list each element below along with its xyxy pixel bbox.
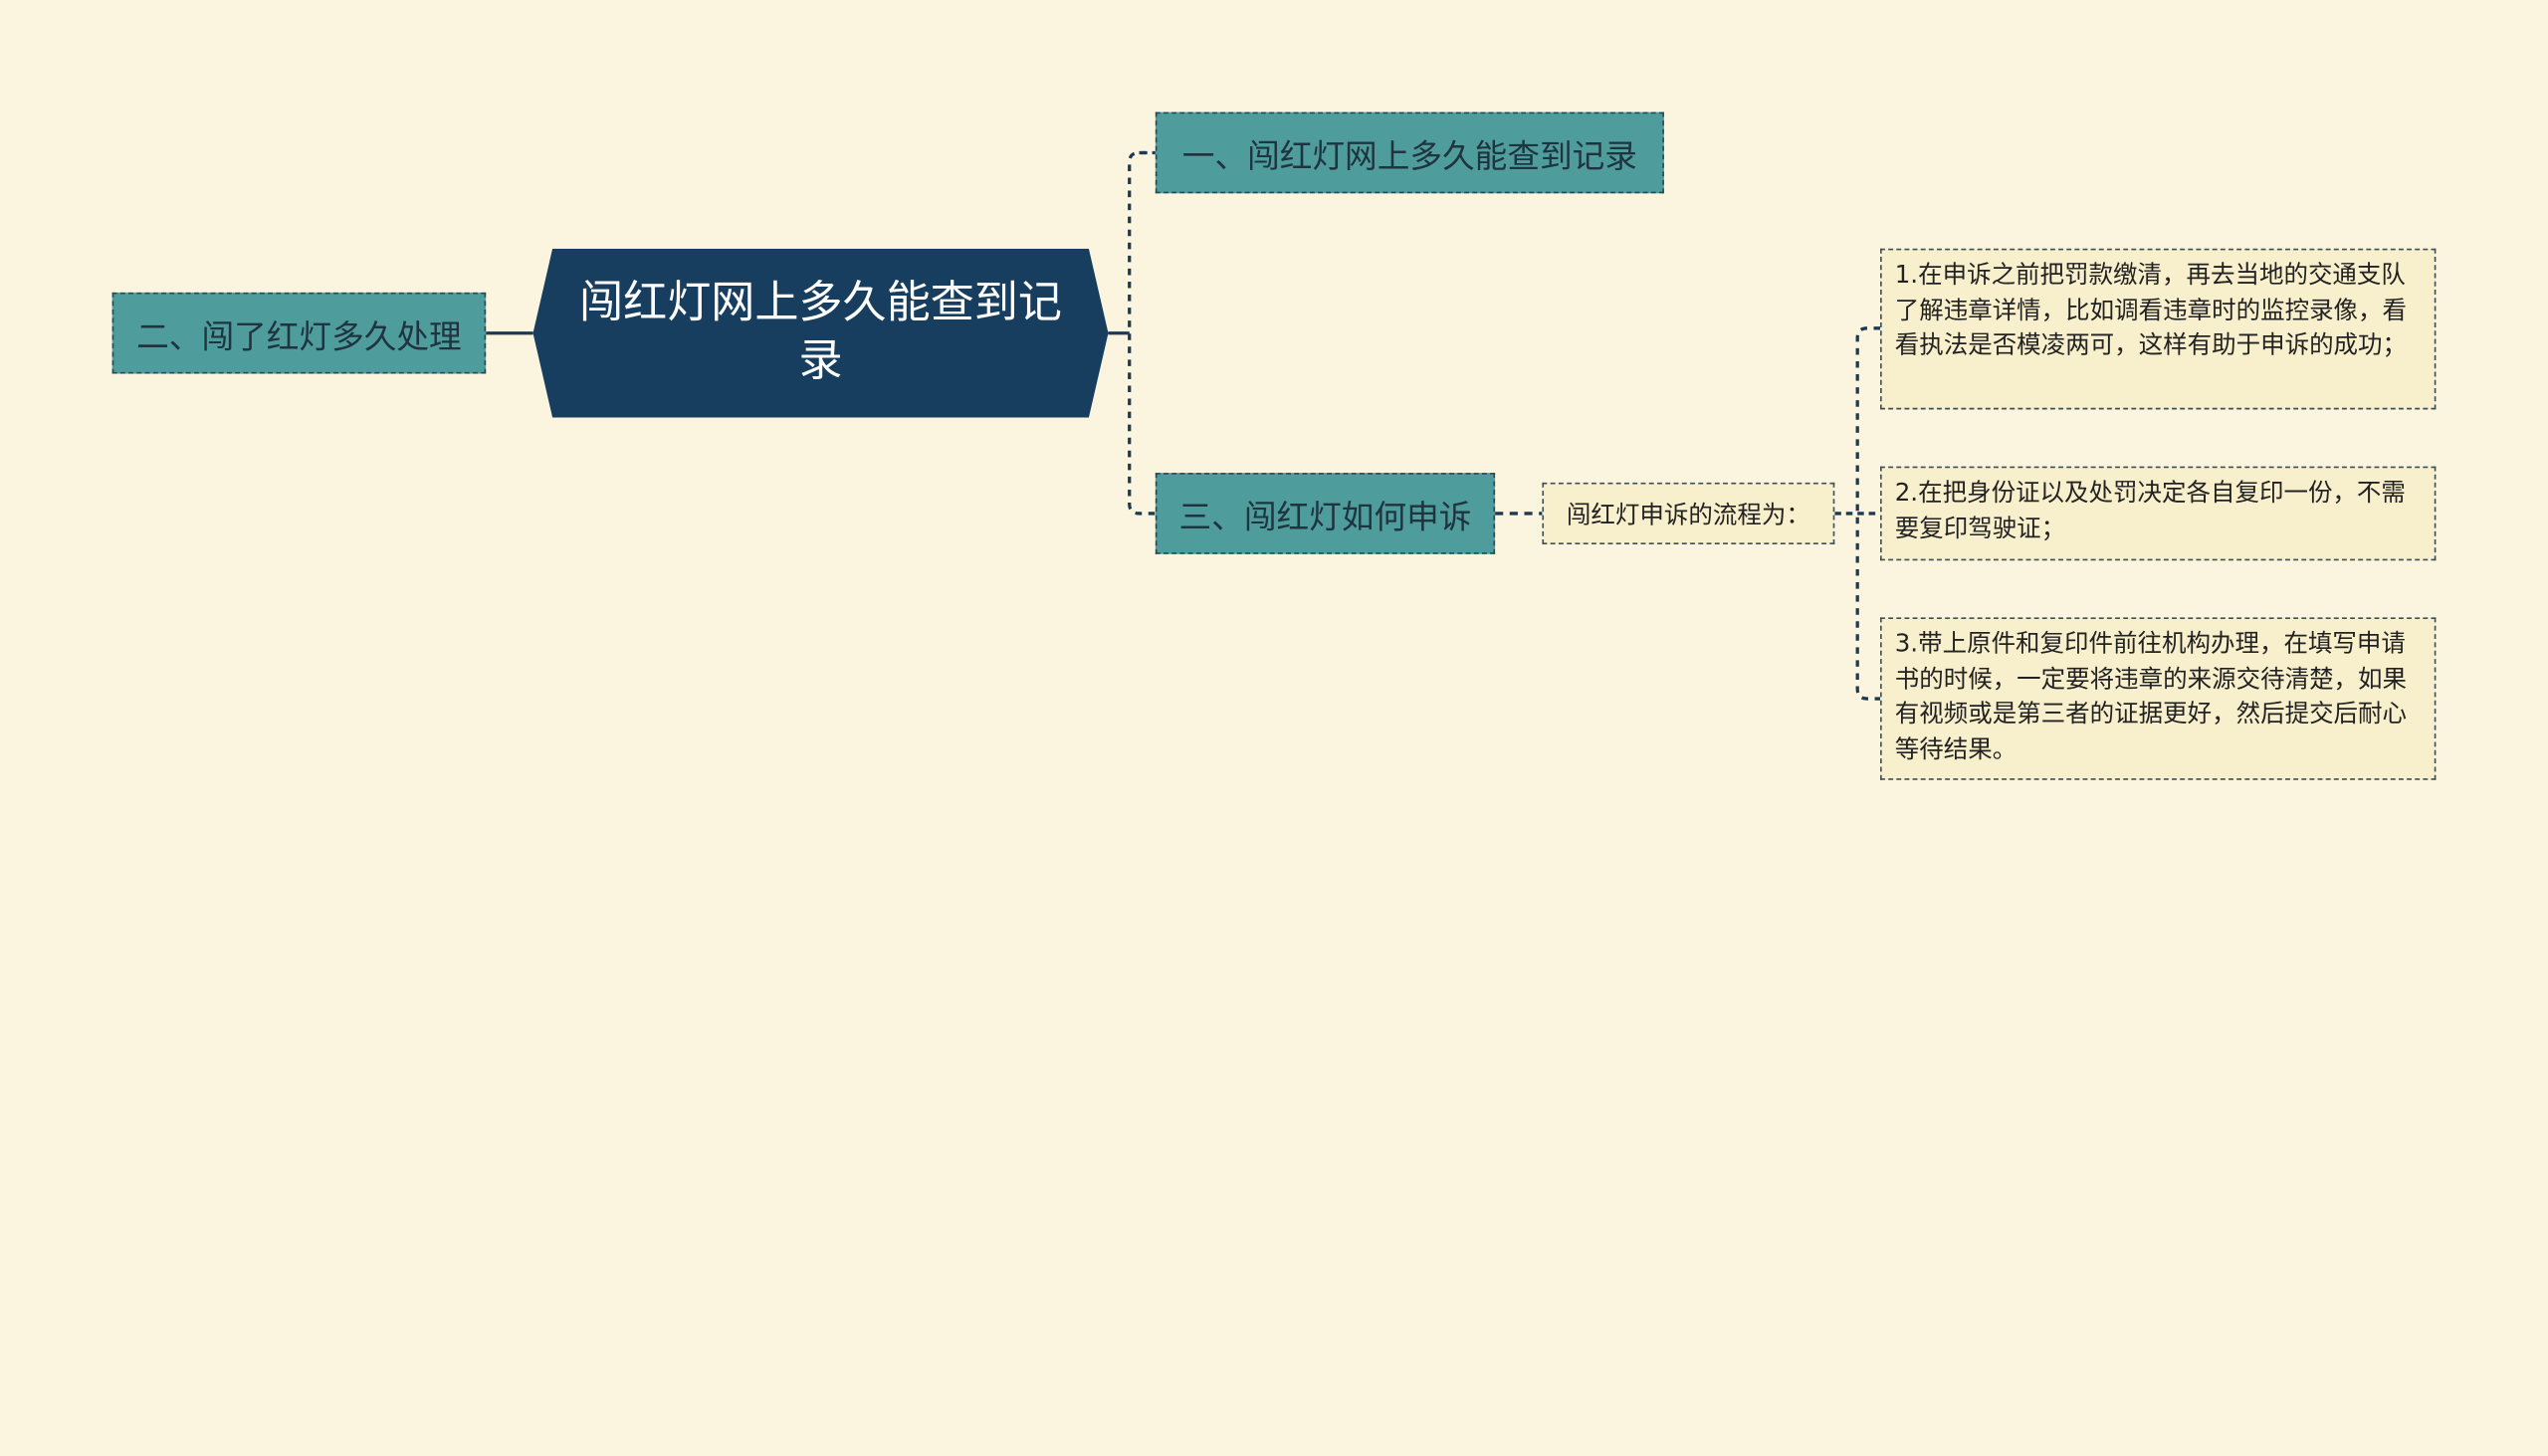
branch-right-3[interactable]: 三、闯红灯如何申诉	[1155, 473, 1496, 554]
appeal-process-node[interactable]: 闯红灯申诉的流程为：	[1542, 482, 1835, 544]
connector-lines	[486, 150, 1881, 701]
step-text: 3.带上原件和复印件前往机构办理，在填写申请书的时候，一定要将违章的来源交待清楚…	[1894, 628, 2408, 763]
branch-left-1[interactable]: 二、闯了红灯多久处理	[111, 292, 487, 374]
branch-right-1[interactable]: 一、闯红灯网上多久能查到记录	[1155, 111, 1664, 194]
appeal-step-2[interactable]: 2.在把身份证以及处罚决定各自复印一份，不需要复印驾驶证；	[1880, 466, 2437, 561]
appeal-step-1[interactable]: 1.在申诉之前把罚款缴清，再去当地的交通支队了解违章详情，比如调看违章时的监控录…	[1880, 248, 2437, 410]
connector-right-trunk	[1128, 150, 1156, 516]
root-node[interactable]: 闯红灯网上多久能查到记录	[533, 249, 1109, 418]
step-text: 2.在把身份证以及处罚决定各自复印一份，不需要复印驾驶证；	[1894, 478, 2406, 542]
root-title: 闯红灯网上多久能查到记录	[579, 278, 1062, 387]
branch-label: 一、闯红灯网上多久能查到记录	[1181, 135, 1637, 175]
connector-steps-trunk	[1855, 326, 1881, 701]
branch-label: 二、闯了红灯多久处理	[136, 315, 462, 355]
step-text: 1.在申诉之前把罚款缴清，再去当地的交通支队了解违章详情，比如调看违章时的监控录…	[1894, 260, 2408, 359]
process-label: 闯红灯申诉的流程为：	[1566, 500, 1810, 529]
appeal-step-3[interactable]: 3.带上原件和复印件前往机构办理，在填写申请书的时候，一定要将违章的来源交待清楚…	[1880, 617, 2437, 780]
branch-label: 三、闯红灯如何申诉	[1178, 496, 1472, 535]
